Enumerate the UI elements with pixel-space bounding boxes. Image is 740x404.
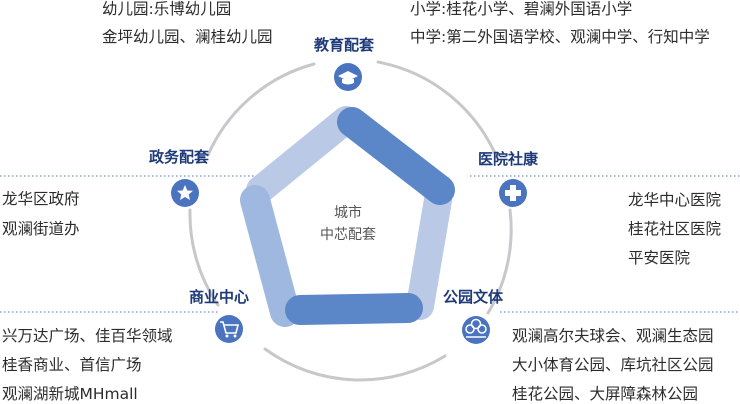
- commerce-line-3: 观澜湖新城MHmall: [2, 385, 138, 403]
- category-park-label: 公园文体: [443, 288, 504, 306]
- star-icon: [171, 179, 199, 207]
- tree-icon: [462, 316, 490, 344]
- hospital-line-1: 龙华中心医院: [628, 191, 722, 209]
- education-left-line-1: 幼儿园:乐博幼儿园: [102, 0, 232, 18]
- education-right-line-1: 小学:桂花小学、碧澜外国语小学: [410, 0, 633, 18]
- park-line-1: 观澜高尔夫球会、观澜生态园: [512, 327, 714, 345]
- center-label-line1: 城市: [334, 205, 362, 221]
- government-line-1: 龙华区政府: [2, 190, 80, 208]
- hospital-line-3: 平安医院: [628, 249, 691, 267]
- category-hospital-label: 医院社康: [478, 150, 539, 168]
- commerce-line-2: 桂香商业、首信广场: [2, 356, 142, 374]
- park-line-2: 大小体育公园、库坑社区公园: [512, 356, 714, 374]
- shopping-cart-icon: [215, 315, 243, 343]
- category-government-label: 政务配套: [149, 148, 210, 166]
- graduation-cap-icon: [334, 63, 362, 91]
- star-shape: [240, 106, 455, 327]
- government-line-2: 观澜街道办: [2, 220, 80, 238]
- medical-cross-icon: [499, 179, 527, 207]
- category-education-label: 教育配套: [314, 36, 375, 54]
- education-right-line-2: 中学:第二外国语学校、观澜中学、行知中学: [410, 28, 710, 46]
- center-label-line2: 中芯配套: [320, 227, 376, 243]
- commerce-line-1: 兴万达广场、佳百华领域: [2, 327, 173, 345]
- hospital-line-2: 桂花社区医院: [628, 220, 722, 238]
- outer-ring: [188, 60, 513, 382]
- category-commerce-label: 商业中心: [189, 288, 250, 306]
- education-left-line-2: 金坪幼儿园、澜桂幼儿园: [102, 28, 273, 46]
- park-line-3: 桂花公园、大屏障森林公园: [512, 385, 699, 403]
